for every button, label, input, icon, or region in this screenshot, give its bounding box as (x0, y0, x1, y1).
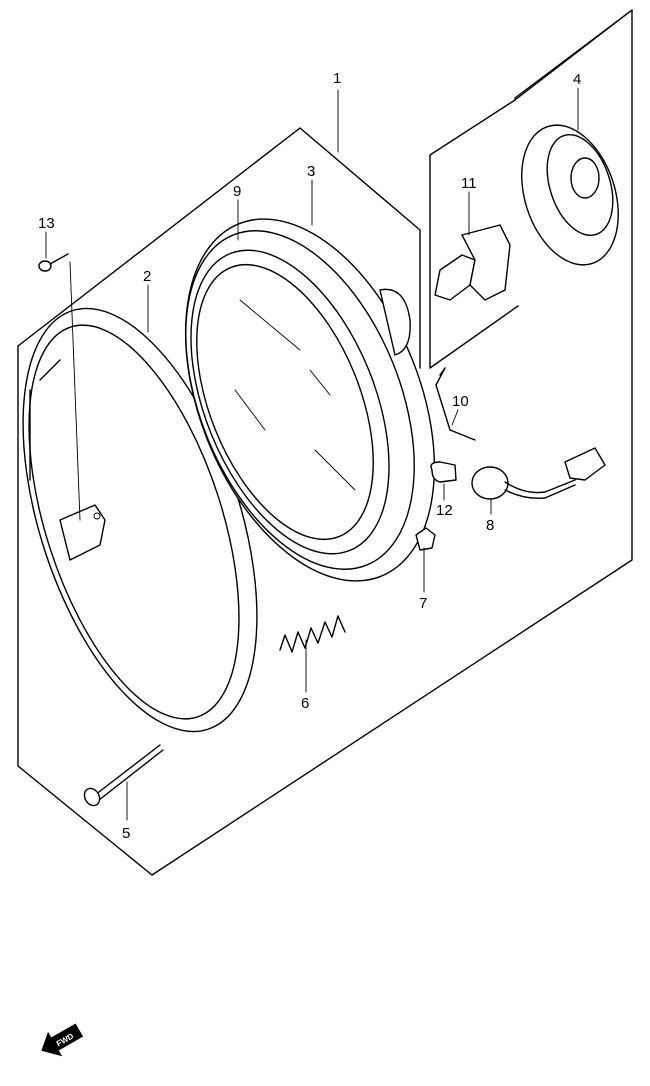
callout-9: 9 (233, 183, 241, 200)
callout-12: 12 (436, 502, 453, 519)
callout-4: 4 (573, 71, 581, 88)
callout-7: 7 (419, 595, 427, 612)
headlamp-bulb-part (434, 224, 511, 301)
small-screw-part (38, 253, 69, 272)
callout-6: 6 (301, 695, 309, 712)
spring-part (279, 615, 346, 653)
socket-wire-part (471, 447, 606, 500)
callout-2: 2 (143, 268, 151, 285)
callout-13: 13 (38, 215, 55, 232)
assembly-outline (17, 9, 633, 876)
callout-11: 11 (461, 175, 477, 192)
leader-lines (45, 87, 579, 821)
callout-8: 8 (486, 517, 494, 534)
callout-3: 3 (307, 163, 315, 180)
position-bulb-part (430, 461, 457, 483)
long-screw-part (83, 744, 164, 807)
nut-part (415, 527, 436, 551)
forward-arrow-icon: FWD (41, 1023, 84, 1057)
callout-1: 1 (333, 70, 341, 87)
callout-labels: 1 2 3 4 5 6 7 8 9 10 11 12 13 (38, 70, 581, 842)
headlamp-unit-part (184, 218, 436, 582)
clip-part (435, 367, 476, 441)
callout-10: 10 (452, 393, 469, 410)
callout-5: 5 (122, 825, 130, 842)
socket-cover-part (521, 124, 619, 266)
